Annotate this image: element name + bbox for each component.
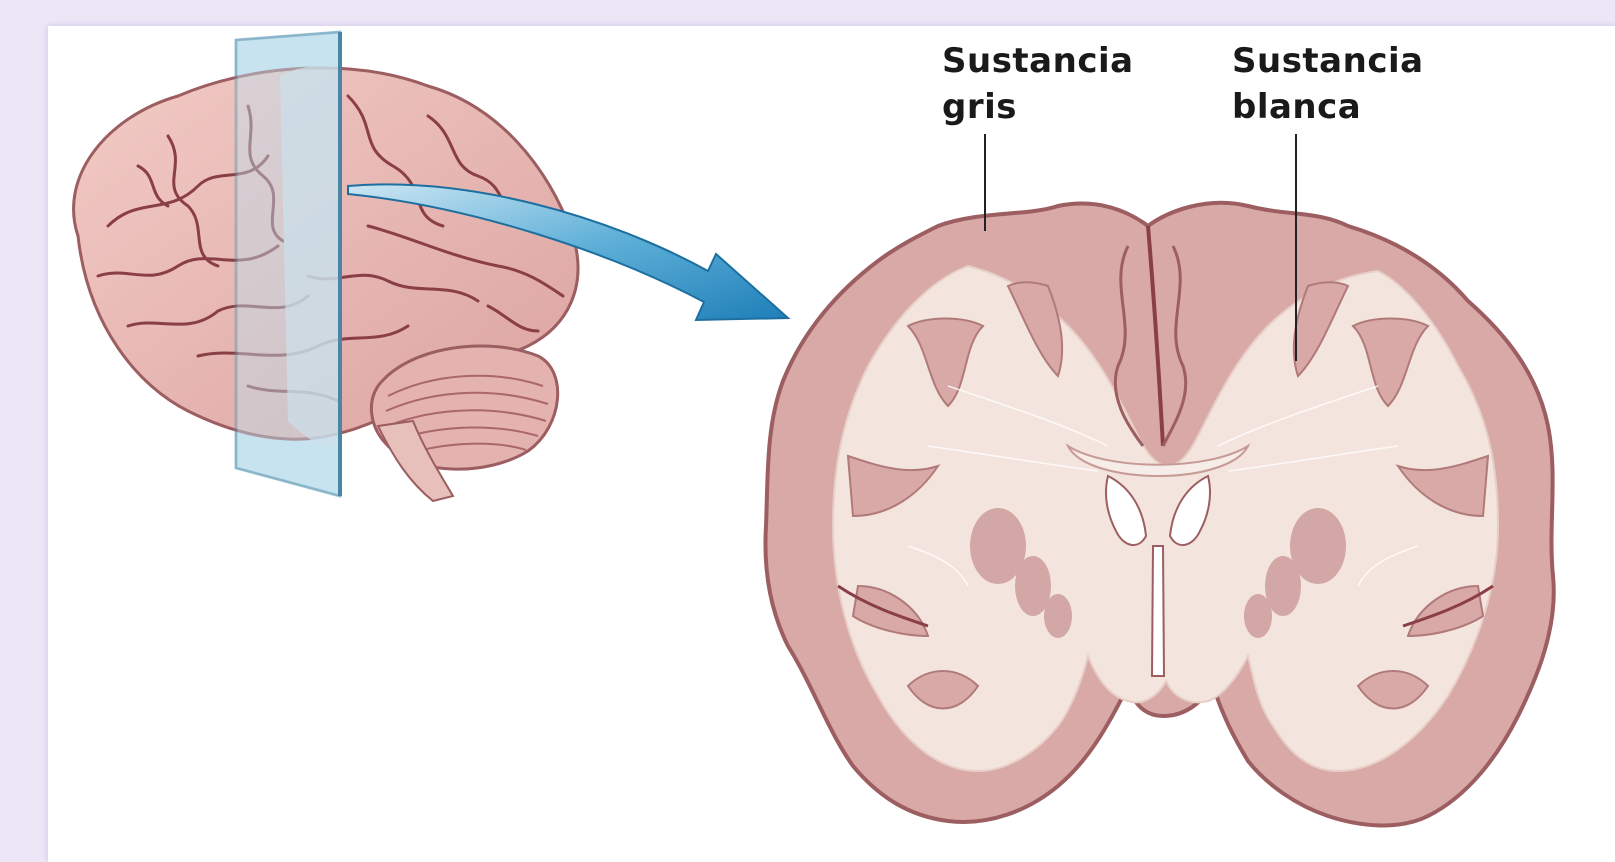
brain-lateral-view xyxy=(74,32,578,501)
label-white-matter-line2: blanca xyxy=(1232,84,1424,130)
diagram-artwork xyxy=(48,26,1615,862)
label-white-matter: Sustancia blanca xyxy=(1232,38,1424,130)
coronal-cut-plane xyxy=(236,32,340,496)
label-white-matter-line1: Sustancia xyxy=(1232,38,1424,84)
third-ventricle xyxy=(1152,546,1164,676)
label-gray-matter-line2: gris xyxy=(942,84,1134,130)
label-gray-matter-line1: Sustancia xyxy=(942,38,1134,84)
coronal-brain-section xyxy=(765,203,1553,826)
diagram-panel: Sustancia gris Sustancia blanca xyxy=(48,26,1615,862)
label-gray-matter: Sustancia gris xyxy=(942,38,1134,130)
